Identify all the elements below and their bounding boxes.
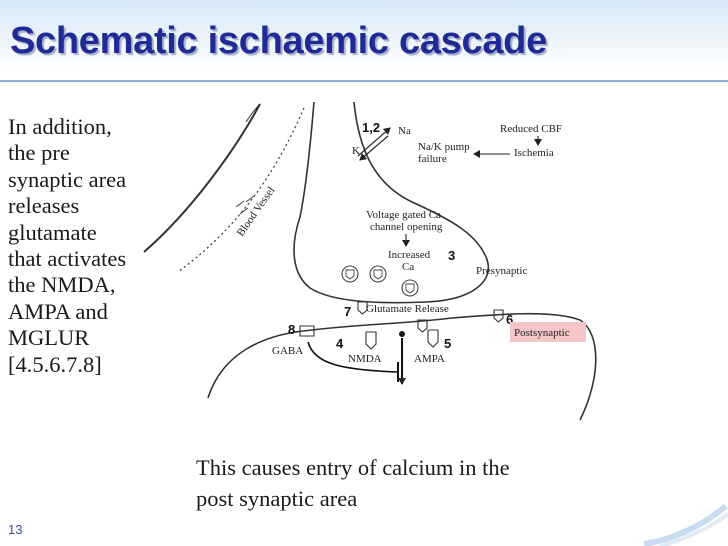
step-3: 3: [448, 248, 455, 263]
slide-number: 13: [8, 522, 23, 537]
mglur-postsynaptic-receptor: [493, 309, 504, 323]
step-1-2: 1,2: [362, 120, 380, 135]
slide-title: Schematic ischaemic cascade: [10, 20, 547, 62]
explanation-line-9: MGLUR: [8, 325, 90, 351]
title-bar: [0, 0, 728, 92]
increased-line1: Increased: [388, 249, 431, 261]
reduced-cbf-label: Reduced CBF: [500, 123, 562, 135]
gaba-label: GABA: [272, 345, 303, 357]
vg-ca-line2: channel opening: [370, 221, 443, 233]
caption-line-1: This causes entry of calcium in the: [196, 455, 510, 480]
postsynaptic-highlight: [510, 322, 586, 342]
diagram-caption: This causes entry of calcium in the post…: [196, 452, 716, 514]
nmda-receptor: [365, 331, 377, 350]
step-4: 4: [336, 336, 344, 351]
postsynaptic-membrane: [207, 312, 597, 421]
synaptic-vesicles: [341, 265, 419, 297]
step-6: 6: [506, 312, 513, 327]
presynaptic-label: Presynaptic: [476, 265, 527, 277]
step-8: 8: [288, 322, 295, 337]
synapse-schematic: Blood Vessel 1,2 Na K Reduced CBF Ischem…: [143, 102, 597, 421]
explanation-line-8: AMPA and: [8, 298, 108, 324]
ampa-label: AMPA: [414, 353, 445, 365]
k-influx-arrow: [359, 135, 389, 161]
step-5: 5: [444, 336, 451, 351]
nmda-label: NMDA: [348, 353, 382, 365]
explanation-line-5: glutamate: [8, 219, 97, 245]
presynaptic-terminal: [293, 102, 490, 304]
explanation-line-1: In addition,: [8, 114, 112, 139]
increased-line2: Ca: [402, 261, 414, 273]
explanation-line-4: releases: [8, 193, 80, 219]
glutamate-vesicle-marker: [417, 319, 428, 333]
corner-swirl-decoration: [643, 503, 728, 546]
ischemia-label: Ischemia: [514, 147, 554, 159]
gaba-receptor: [299, 325, 315, 337]
gaba-inhibition-path: [307, 341, 399, 373]
explanation-line-2: the pre: [8, 140, 70, 166]
na-label: Na: [398, 125, 411, 137]
vg-ca-line1: Voltage gated Ca: [366, 209, 441, 221]
na-efflux-arrow: [357, 127, 391, 157]
title-underline: [0, 80, 728, 82]
ampa-receptor: [427, 329, 439, 348]
caption-line-2: post synaptic area: [196, 486, 358, 511]
channel-dot: [399, 331, 405, 337]
postsynaptic-label: Postsynaptic: [514, 327, 570, 339]
explanation-line-3: synaptic area: [8, 166, 127, 192]
explanation-line-7: the NMDA,: [8, 272, 116, 298]
mglur-presynaptic-receptor: [357, 301, 368, 315]
blood-vessel-label: Blood Vessel: [235, 185, 278, 239]
explanation-line-10: [4.5.6.7.8]: [8, 351, 102, 377]
ischaemic-cascade-diagram: Blood Vessel 1,2 Na K Reduced CBF Ischem…: [122, 102, 606, 456]
explanation-text: In addition, the pre synaptic area relea…: [8, 114, 180, 378]
step-7: 7: [344, 304, 351, 319]
explanation-line-6: that activates: [8, 246, 127, 272]
pump-failure-line2: failure: [418, 153, 447, 165]
pump-failure-line1: Na/K pump: [418, 141, 470, 153]
glutamate-release-label: Glutamate Release: [366, 303, 449, 315]
k-label: K: [352, 145, 360, 157]
